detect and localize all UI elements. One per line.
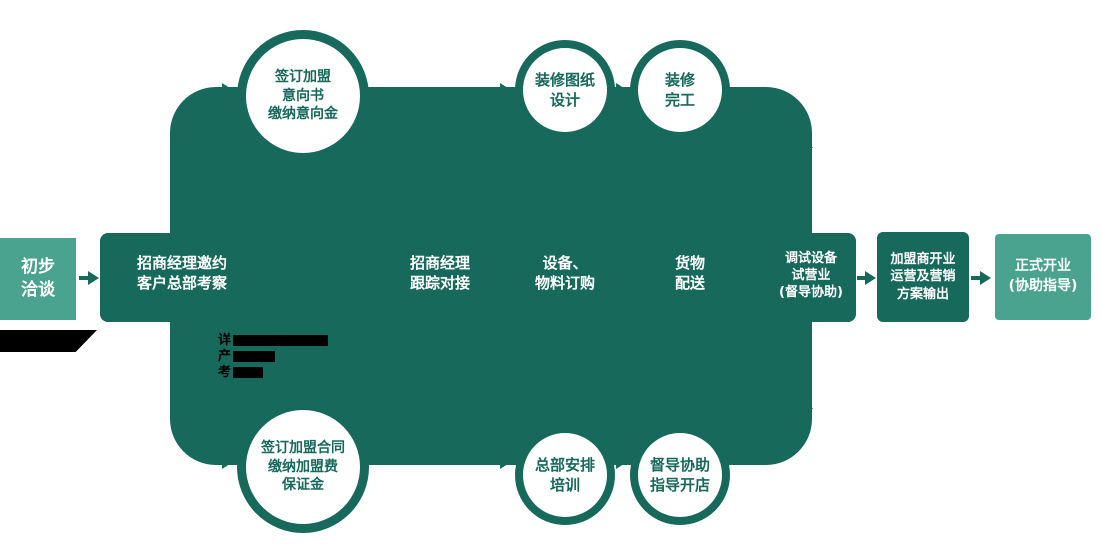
node-supervisor-assist-open: 督导协助 指导开店 <box>630 425 730 525</box>
start-node: 初步 洽谈 <box>0 238 76 320</box>
arrow-right-icon <box>865 271 876 285</box>
note-line: 详 <box>218 333 329 348</box>
stage-label: 招商经理邀约 <box>136 254 227 272</box>
arrow-up-icon <box>799 398 813 409</box>
stage-label: 配送 <box>674 274 705 293</box>
node-line: 正式开业 <box>1015 258 1071 275</box>
stage-goods-delivery: 货物 配送 <box>658 253 722 294</box>
node-sign-contract: 签订加盟合同 缴纳加盟费 保证金 <box>237 401 369 533</box>
note-line: 考 <box>218 365 328 380</box>
arrow-right-icon <box>88 271 99 285</box>
stage-label: 设备、 <box>542 254 588 272</box>
node-line: 方案输出 <box>896 286 949 302</box>
node-line: 签订加盟合同 <box>261 439 345 456</box>
node-line: 装修 <box>664 70 695 89</box>
arrow-right-icon <box>222 455 233 469</box>
redacted-bar <box>233 335 329 346</box>
node-line: 培训 <box>549 476 580 494</box>
node-sign-intent-letter: 签订加盟 意向书 缴纳意向金 <box>237 30 369 162</box>
note-char: 考 <box>218 365 232 380</box>
node-line: 意向书 <box>282 87 324 104</box>
node-line: 总部安排 <box>534 455 595 474</box>
note-line: 产 <box>218 349 328 364</box>
node-hq-training: 总部安排 培训 <box>515 425 615 525</box>
node-line: 设计 <box>549 91 580 109</box>
node-line: 督导协助 <box>649 455 710 474</box>
connector-line <box>971 276 982 280</box>
redacted-bar <box>233 351 276 362</box>
arrow-right-icon <box>500 83 511 97</box>
stage-label: 试营业 <box>791 267 831 283</box>
connector-line <box>857 276 867 280</box>
stage-trial-operation: 调试设备 试营业 (督导协助) <box>768 251 854 302</box>
arrow-right-icon <box>616 83 627 97</box>
node-line: 完工 <box>664 91 695 109</box>
start-node-line: 洽谈 <box>21 280 55 300</box>
stage-label: 货物 <box>674 254 705 272</box>
arrow-right-icon <box>980 271 991 285</box>
stage-manager-follow: 招商经理 跟踪对接 <box>392 253 488 294</box>
final-node: 正式开业 (协助指导) <box>995 234 1091 320</box>
stage-invite-inspect: 招商经理邀约 客户总部考察 <box>112 253 252 294</box>
arrow-right-icon <box>500 455 511 469</box>
redacted-bar <box>233 367 264 378</box>
connector-line <box>79 276 90 280</box>
arrow-down-icon <box>799 147 813 158</box>
process-band <box>100 233 856 322</box>
note-char: 产 <box>218 349 232 364</box>
output-node: 加盟商开业 运营及营销 方案输出 <box>877 232 969 322</box>
node-renovation-complete: 装修 完工 <box>630 40 730 140</box>
node-line: (协助指导) <box>1008 278 1078 294</box>
node-line: 签订加盟 <box>275 68 331 85</box>
node-line: 指导开店 <box>649 476 710 494</box>
stage-label: 物料订购 <box>534 274 595 293</box>
redacted-caption <box>0 330 97 352</box>
note-char: 详 <box>218 333 232 348</box>
node-line: 缴纳加盟费 <box>268 458 338 475</box>
stage-label: 客户总部考察 <box>136 274 227 293</box>
node-line: 缴纳意向金 <box>268 106 338 123</box>
arrow-right-icon <box>616 455 627 469</box>
node-renovation-design: 装修图纸 设计 <box>515 40 615 140</box>
node-line: 保证金 <box>282 477 324 494</box>
stage-label: (督导协助) <box>779 284 843 300</box>
stage-label: 招商经理 <box>409 254 470 272</box>
stage-label: 调试设备 <box>784 251 837 266</box>
note-text: 详 产 考 <box>218 333 329 381</box>
stage-label: 跟踪对接 <box>409 274 470 293</box>
start-node-line: 初步 <box>21 257 55 278</box>
arrow-right-icon <box>222 83 233 97</box>
stage-equipment-order: 设备、 物料订购 <box>517 253 613 294</box>
node-line: 运营及营销 <box>890 269 956 285</box>
node-line: 加盟商开业 <box>890 251 956 267</box>
node-line: 装修图纸 <box>534 70 595 89</box>
